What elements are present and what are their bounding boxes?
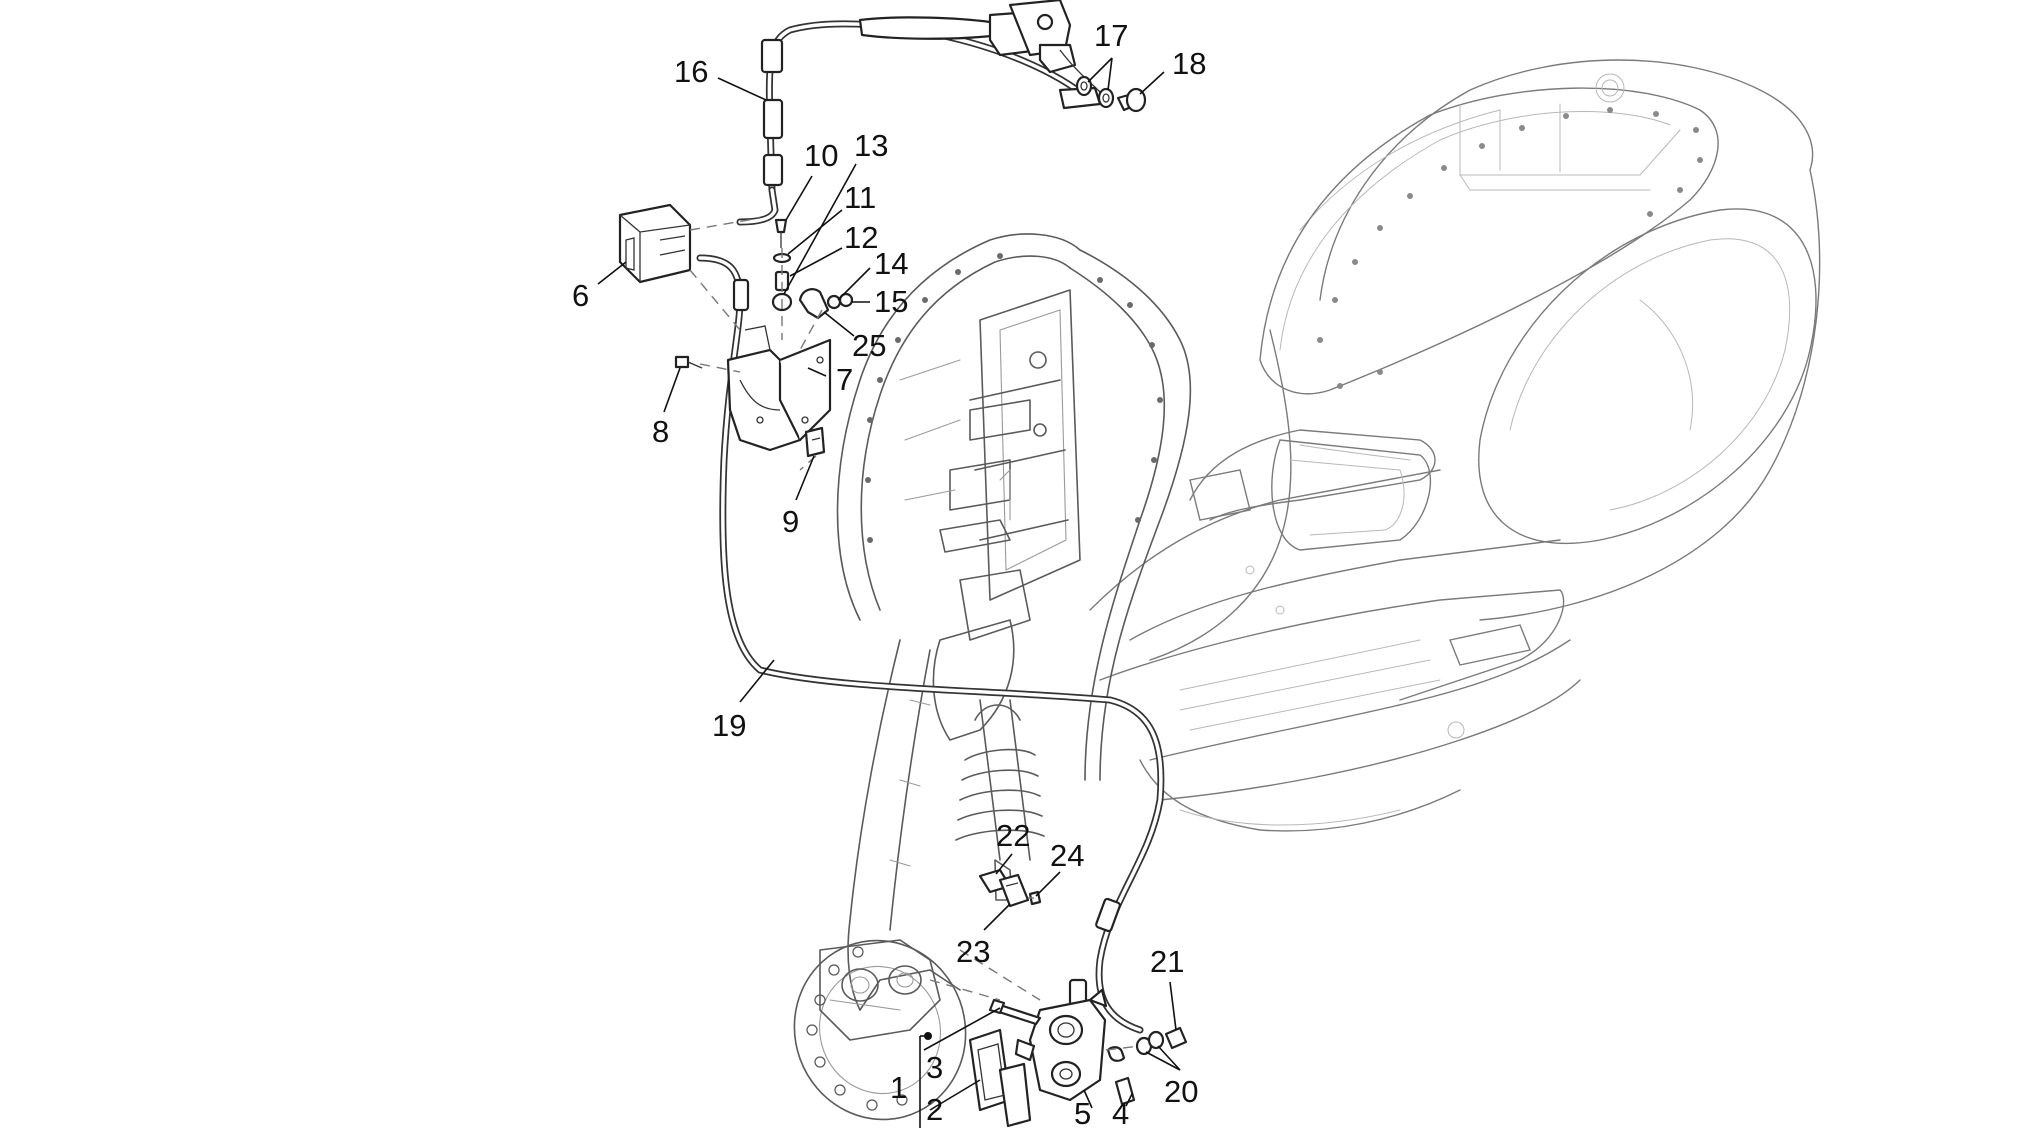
rim-rivets bbox=[1317, 107, 1703, 389]
callout-19: 19 bbox=[712, 708, 746, 743]
callout-7: 7 bbox=[836, 362, 853, 397]
callout-21: 21 bbox=[1150, 944, 1184, 979]
brake-caliper bbox=[929, 949, 1188, 1128]
mounting-bracket bbox=[726, 325, 832, 452]
callout-22: 22 bbox=[996, 818, 1030, 853]
callout-12: 12 bbox=[844, 220, 878, 255]
callout-9: 9 bbox=[782, 504, 799, 539]
abs-module bbox=[618, 203, 692, 284]
leader-lines bbox=[597, 57, 1181, 1128]
callout-10: 10 bbox=[804, 138, 838, 173]
callout-8: 8 bbox=[652, 414, 669, 449]
callout-25: 25 bbox=[852, 328, 886, 363]
callout-14: 14 bbox=[874, 246, 908, 281]
scooter-body bbox=[1089, 59, 1821, 832]
callout-15: 15 bbox=[874, 284, 908, 319]
callout-2: 2 bbox=[926, 1092, 943, 1127]
callout-16: 16 bbox=[674, 54, 708, 89]
front-frame bbox=[836, 233, 1192, 1011]
banjo-washers bbox=[1075, 75, 1115, 109]
callout-20: 20 bbox=[1164, 1074, 1198, 1109]
callout-18: 18 bbox=[1172, 46, 1206, 81]
callout-5: 5 bbox=[1074, 1096, 1091, 1128]
brake-disc bbox=[793, 939, 967, 1121]
callout-11: 11 bbox=[844, 180, 876, 215]
fasteners bbox=[674, 217, 854, 471]
master-cylinder bbox=[858, 0, 1102, 110]
hose-clip bbox=[978, 868, 1042, 908]
callout-3: 3 bbox=[926, 1050, 943, 1085]
callout-13: 13 bbox=[854, 128, 888, 163]
callout-6: 6 bbox=[572, 278, 589, 313]
callout-24: 24 bbox=[1050, 838, 1084, 873]
brake-hoses bbox=[696, 20, 1165, 1034]
callout-4: 4 bbox=[1112, 1096, 1129, 1128]
callout-17: 17 bbox=[1094, 18, 1128, 53]
callout-labels: 16 17 18 10 13 11 12 14 15 25 6 7 8 9 19… bbox=[572, 18, 1206, 1128]
callout-1: 1 bbox=[890, 1070, 907, 1105]
callout-23: 23 bbox=[956, 934, 990, 969]
